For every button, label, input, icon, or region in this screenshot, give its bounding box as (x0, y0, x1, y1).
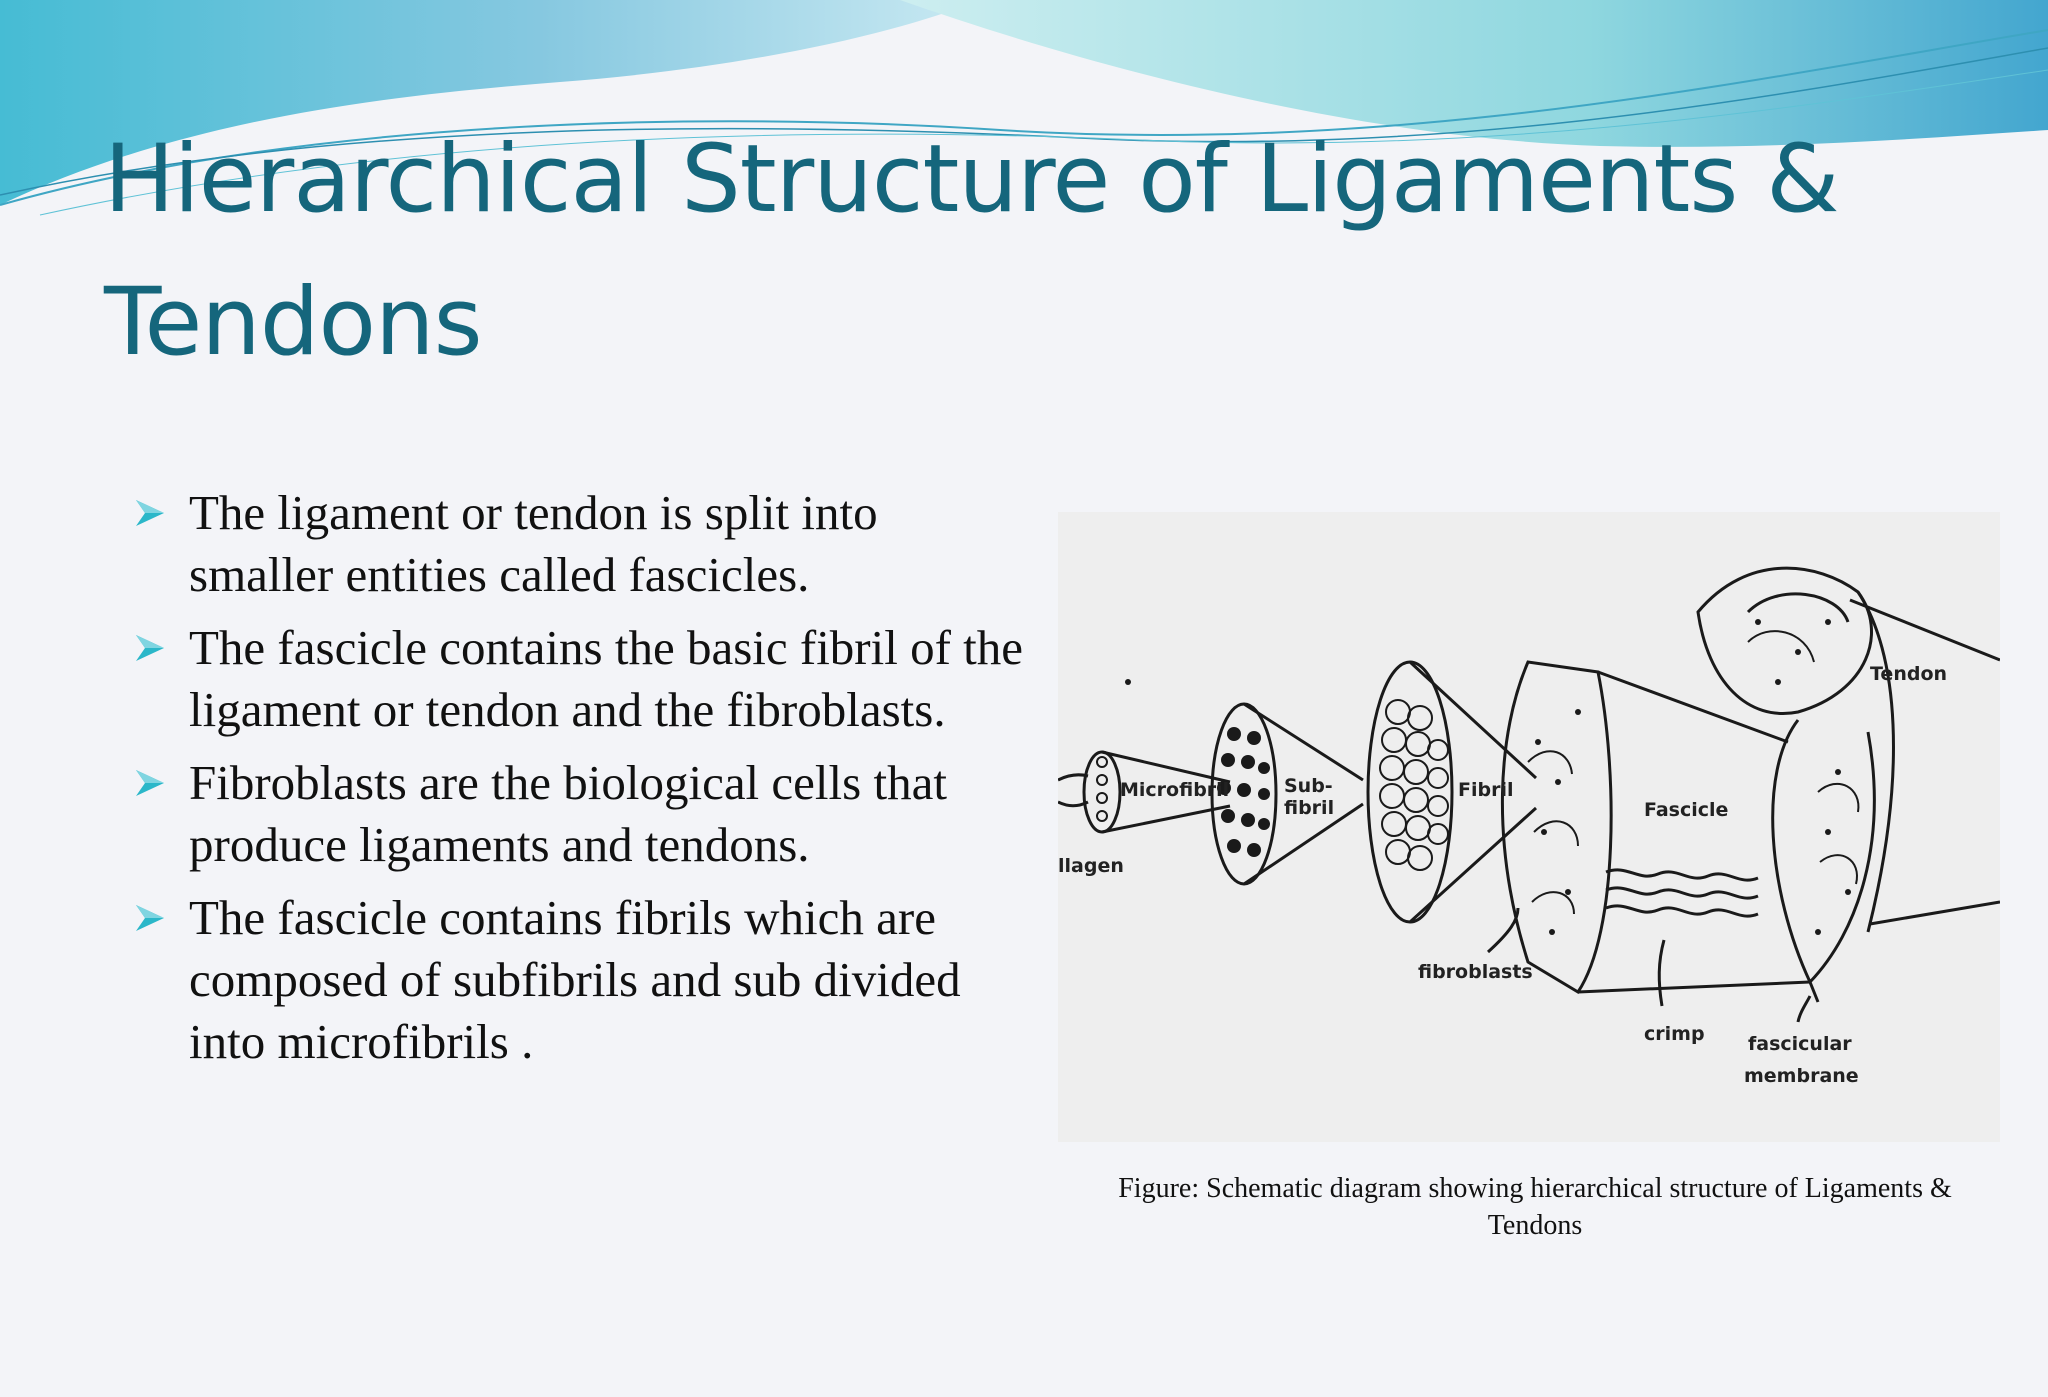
header-wave-decoration (0, 0, 2048, 216)
arrowhead-bullet-icon (136, 500, 164, 526)
bullet-item: The fascicle contains the basic fibril o… (134, 617, 1034, 741)
bullet-item: The ligament or tendon is split into sma… (134, 482, 1034, 606)
label-crimp: crimp (1644, 1023, 1705, 1045)
arrowhead-bullet-icon (136, 770, 164, 796)
label-subfibril-line2: fibril (1284, 797, 1334, 819)
bullet-text: The ligament or tendon is split into sma… (189, 485, 878, 602)
slide-title: Hierarchical Structure of Ligaments & Te… (104, 125, 1840, 377)
label-fibril: Fibril (1458, 779, 1514, 801)
bullet-text: The fascicle contains the basic fibril o… (189, 620, 1024, 737)
arrowhead-bullet-icon (136, 635, 164, 661)
label-fibroblasts: fibroblasts (1418, 961, 1533, 983)
label-fascicular-line1: fascicular (1748, 1033, 1852, 1055)
bullet-text: Fibroblasts are the biological cells tha… (189, 755, 947, 872)
bullet-item: The fascicle contains fibrils which are … (134, 887, 1034, 1073)
bullet-list: The ligament or tendon is split into sma… (134, 482, 1034, 1084)
label-collagen: llagen (1058, 855, 1124, 877)
arrowhead-bullet-icon (136, 905, 164, 931)
label-fascicle: Fascicle (1644, 799, 1728, 821)
label-tendon: Tendon (1870, 663, 1947, 685)
label-fascicular-line2: membrane (1744, 1065, 1859, 1087)
bullet-text: The fascicle contains fibrils which are … (189, 890, 961, 1069)
label-microfibril: Microfibril (1120, 779, 1229, 801)
figure-caption: Figure: Schematic diagram showing hierar… (1118, 1173, 1952, 1241)
hierarchy-schematic-figure: llagen Microfibril Sub- fibril Fibril Fa… (1058, 512, 2000, 1142)
bullet-item: Fibroblasts are the biological cells tha… (134, 752, 1034, 876)
label-subfibril-line1: Sub- (1284, 775, 1333, 797)
